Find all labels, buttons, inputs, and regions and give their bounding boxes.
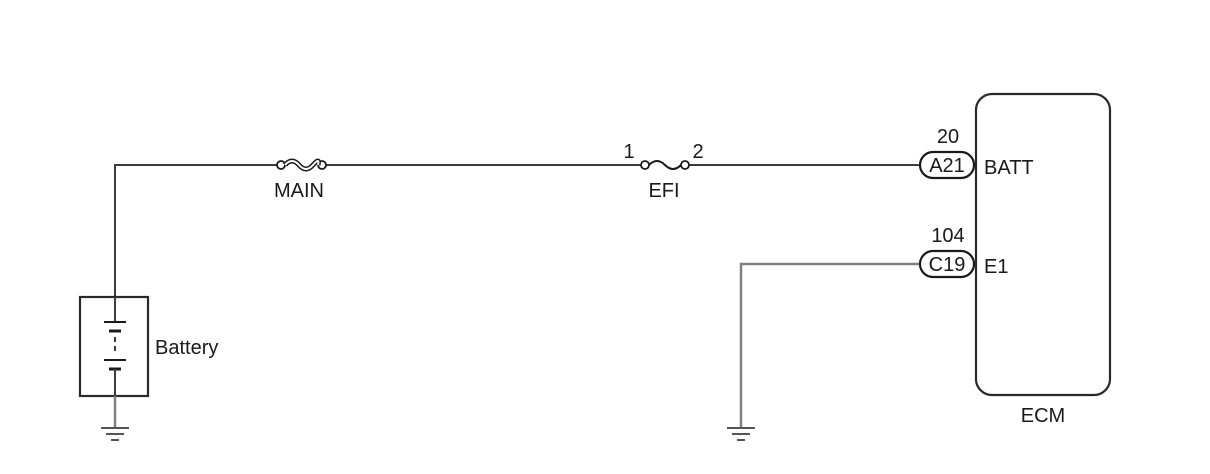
ecm-ground-wire [739, 262, 921, 427]
connector-c19-pin: 104 [931, 225, 964, 247]
connector-c19 [918, 249, 976, 279]
efi-fuse-label: EFI [648, 180, 679, 202]
battery-positive-wire [114, 164, 278, 300]
battery-ground-icon [101, 427, 129, 441]
terminal-e1-label: E1 [984, 256, 1008, 278]
efi-fuse-icon [640, 160, 690, 170]
main-fuse-label: MAIN [274, 180, 324, 202]
connector-a21-label: A21 [929, 155, 965, 177]
connector-a21 [918, 150, 976, 180]
efi-pin-left-label: 1 [623, 141, 634, 163]
connector-a21-pin: 20 [937, 126, 959, 148]
battery-label: Battery [155, 337, 218, 359]
battery-icon [78, 295, 150, 398]
ecm-label: ECM [1021, 405, 1065, 427]
efi-pin-right-label: 2 [692, 141, 703, 163]
terminal-batt-label: BATT [984, 157, 1034, 179]
ecm-ground-icon [727, 427, 755, 441]
ecm-box [974, 92, 1112, 397]
main-fuse-icon [276, 158, 327, 172]
connector-c19-label: C19 [929, 254, 966, 276]
